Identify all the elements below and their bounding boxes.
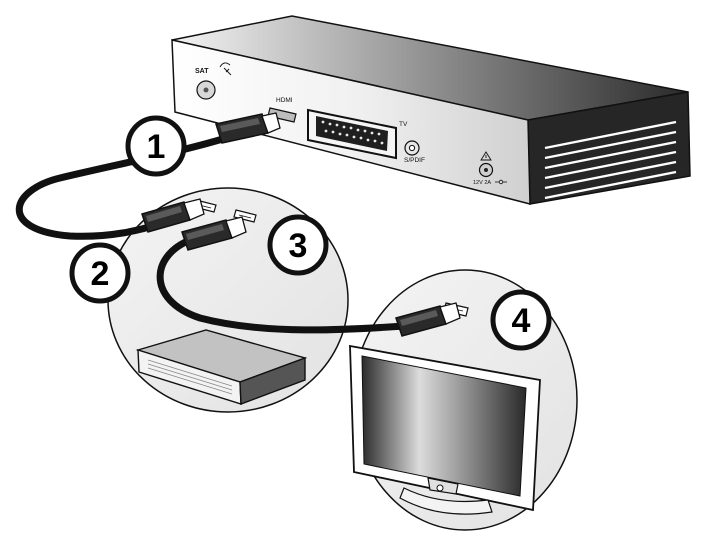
scart-port[interactable] [307,108,397,160]
step-badge-3: 3 [267,214,329,276]
television [349,344,541,515]
satellite-dish-icon [219,62,232,76]
step-badge-1: 1 [125,115,187,177]
tv-power-button[interactable] [436,484,444,492]
tv-label: TV [399,121,408,128]
hdmi-label: HDMI [276,97,293,104]
step-badge-4: 4 [490,289,552,351]
hdmi-plug-device-in [141,198,205,233]
step-number-3: 3 [289,227,308,265]
step-badge-2: 2 [69,242,131,304]
warning-icon [480,151,492,161]
hdmi-plug-device-out [181,216,247,251]
hdmi-cable-2 [156,234,409,334]
device-hdmi-port-2[interactable] [233,209,257,223]
hdmi-plug-receiver [215,112,281,144]
hdmi-port[interactable] [267,107,297,123]
step-number-4: 4 [512,302,531,340]
polarity-icon [495,179,507,185]
source-device [135,329,308,405]
spdif-port[interactable] [404,140,420,156]
satellite-receiver: SAT HDMI TV [171,15,691,205]
power-port[interactable] [478,162,494,178]
step-number-1: 1 [147,128,166,166]
hdmi-plug-tv [395,302,461,337]
sat-label: SAT [195,68,209,75]
step-number-2: 2 [91,255,110,293]
power-label: 12V 2A [473,180,491,186]
spdif-label: S/PDIF [404,157,425,164]
sat-port[interactable] [196,80,216,100]
